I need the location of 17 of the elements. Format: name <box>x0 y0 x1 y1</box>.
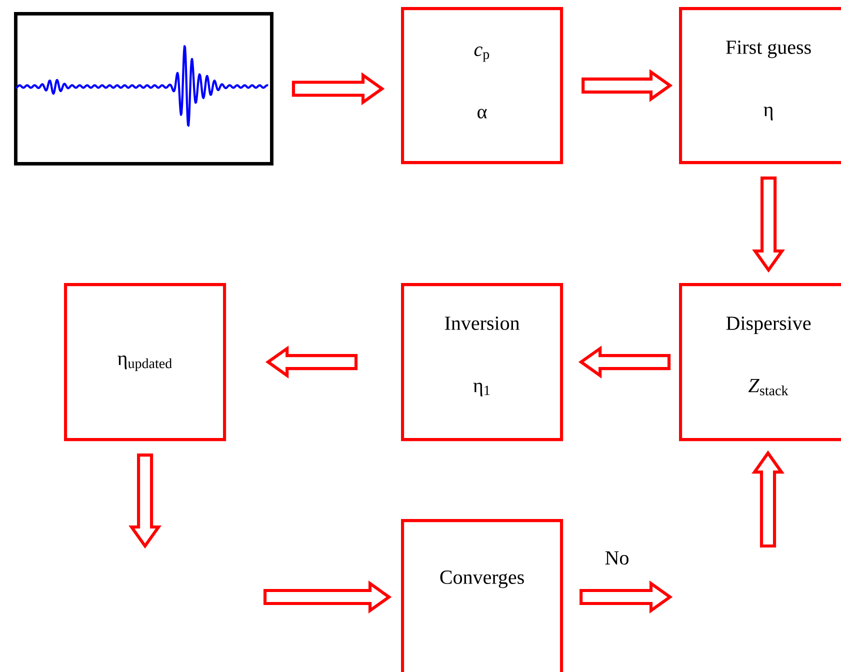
block-arrow <box>265 346 358 378</box>
process-box: Inversion η$_{1}$ <box>401 283 564 442</box>
block-arrow <box>263 580 392 614</box>
block-arrow <box>752 450 784 548</box>
block-arrow <box>752 176 785 273</box>
block-arrow <box>578 346 671 378</box>
block-arrow <box>582 69 673 102</box>
process-box: First guess η <box>679 7 841 164</box>
process-box: c$_{p}$ α <box>401 7 564 164</box>
block-arrow <box>292 72 385 106</box>
process-box: Converges <box>401 519 564 672</box>
waveform-drawing <box>14 12 274 166</box>
edge-label: No <box>603 550 631 566</box>
block-arrow <box>128 454 162 549</box>
block-arrow <box>580 580 673 614</box>
process-box: Dispersive Z$_{stack}$ <box>679 283 841 442</box>
process-box: η$_{updated}$ <box>64 283 226 442</box>
